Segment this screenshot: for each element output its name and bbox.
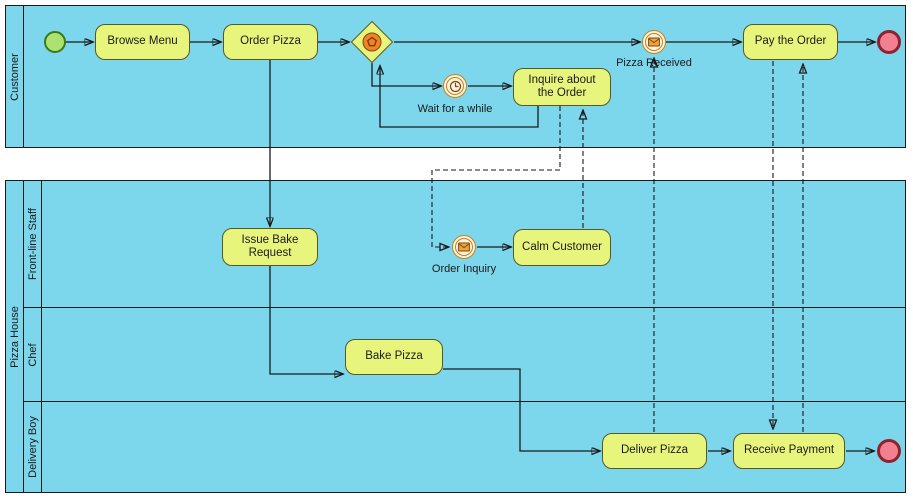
task-inquire-label: Inquire about the Order <box>528 73 596 99</box>
message-event-order-inquiry[interactable] <box>452 235 476 259</box>
task-browse-menu[interactable]: Browse Menu <box>95 24 190 60</box>
pentagon-in-circle-icon <box>362 32 382 52</box>
envelope-icon <box>458 242 470 252</box>
lane-chef-label: Chef <box>26 342 39 367</box>
task-receive-payment-label: Receive Payment <box>743 444 835 457</box>
lane-chef[interactable]: Chef <box>24 308 905 402</box>
lane-chef-header: Chef <box>24 308 42 401</box>
task-issue-bake-request[interactable]: Issue Bake Request <box>222 228 318 266</box>
lane-front-line-staff-header: Front-line Staff <box>24 181 42 307</box>
task-pay-the-order[interactable]: Pay the Order <box>743 24 838 60</box>
clock-icon <box>449 80 461 92</box>
start-event[interactable] <box>44 31 66 53</box>
event-based-gateway[interactable] <box>350 20 394 64</box>
task-bake-pizza-label: Bake Pizza <box>365 350 423 363</box>
label-order-inquiry: Order Inquiry <box>431 263 497 275</box>
task-calm-customer[interactable]: Calm Customer <box>513 229 611 266</box>
task-deliver-pizza[interactable]: Deliver Pizza <box>602 433 707 469</box>
envelope-icon <box>648 37 660 47</box>
lane-delivery-boy[interactable]: Delivery Boy <box>24 402 905 492</box>
label-wait-for-a-while: Wait for a while <box>417 103 493 115</box>
task-order-pizza-label: Order Pizza <box>240 35 301 48</box>
pool-customer-label: Customer <box>8 52 21 101</box>
timer-event[interactable] <box>443 74 467 98</box>
label-pizza-received: Pizza Received <box>616 57 692 69</box>
task-pay-the-order-label: Pay the Order <box>754 35 827 48</box>
task-browse-menu-label: Browse Menu <box>107 35 178 48</box>
lane-delivery-boy-header: Delivery Boy <box>24 402 42 492</box>
pool-pizza-house-header: Pizza House <box>6 181 24 492</box>
pool-customer-header: Customer <box>6 6 24 147</box>
end-event-customer[interactable] <box>877 30 901 54</box>
message-event-pizza-received[interactable] <box>642 30 666 54</box>
lane-delivery-boy-label: Delivery Boy <box>26 416 39 478</box>
task-order-pizza[interactable]: Order Pizza <box>223 24 318 60</box>
task-receive-payment[interactable]: Receive Payment <box>733 433 845 469</box>
task-inquire-about-the-order[interactable]: Inquire about the Order <box>513 68 611 106</box>
end-event-delivery[interactable] <box>877 439 901 463</box>
task-issue-bake-request-label: Issue Bake Request <box>241 233 299 259</box>
task-calm-customer-label: Calm Customer <box>522 240 602 253</box>
task-deliver-pizza-label: Deliver Pizza <box>620 444 689 457</box>
lane-front-line-staff-label: Front-line Staff <box>26 208 39 280</box>
lane-front-line-staff[interactable]: Front-line Staff <box>24 181 905 308</box>
task-bake-pizza[interactable]: Bake Pizza <box>345 339 443 375</box>
pool-pizza-house-label: Pizza House <box>8 305 21 368</box>
